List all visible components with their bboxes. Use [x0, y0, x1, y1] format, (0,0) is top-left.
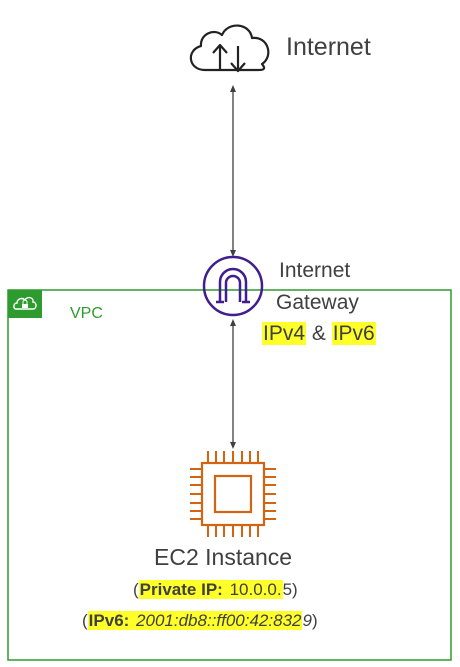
- ec2-ipv6: (IPv6: 2001:db8::ff00:42:8329): [82, 611, 318, 631]
- ec2-label: EC2 Instance: [154, 544, 293, 570]
- private-ip-value-rest: 5: [282, 580, 293, 599]
- gateway-label-line1: Internet: [279, 259, 351, 282]
- internet-label: Internet: [286, 33, 371, 61]
- ec2-chip-icon: [190, 451, 276, 537]
- ipv6-value-rest: 9: [302, 611, 312, 630]
- paren-open: (: [133, 580, 139, 599]
- private-ip-value: 10.0.0.: [228, 580, 283, 599]
- ipv6-colon: :: [123, 611, 135, 630]
- gateway-protocols: IPv4 & IPv6: [262, 322, 376, 346]
- ipv6-value: 2001:db8::ff00:42:832: [135, 611, 303, 630]
- ec2-private-ip: (Private IP: 10.0.0.5): [133, 580, 298, 600]
- gateway-proto-separator: &: [306, 322, 332, 345]
- paren-close: ): [311, 611, 318, 630]
- gateway-label-line2: Gateway: [276, 291, 359, 314]
- private-ip-colon: :: [217, 580, 228, 599]
- vpc-label: VPC: [70, 305, 103, 322]
- gateway-proto-ipv6: IPv6: [331, 322, 376, 345]
- vpc-boundary: [7, 289, 452, 661]
- internet-gateway-icon: [202, 255, 264, 317]
- private-ip-key: Private IP: [139, 580, 218, 599]
- gateway-proto-ipv4: IPv4: [262, 322, 307, 345]
- paren-open: (: [82, 611, 88, 630]
- ipv6-key: IPv6: [88, 611, 124, 630]
- vpc-cloud-lock-icon: [8, 290, 42, 318]
- paren-close: ): [292, 580, 298, 599]
- cloud-upload-download-icon: [189, 24, 270, 73]
